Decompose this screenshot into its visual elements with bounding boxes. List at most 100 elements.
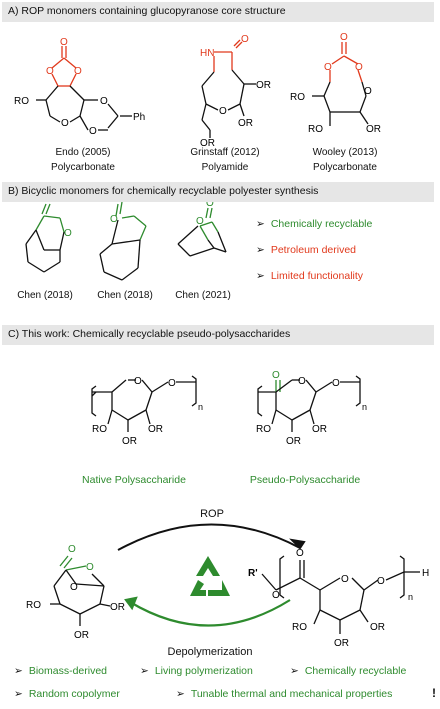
grinstaff-ring-o: O — [219, 106, 227, 117]
polymer-ro: RO — [292, 622, 307, 633]
depolymerization-label: Depolymerization — [167, 646, 253, 658]
chen2018b-structure — [99, 201, 147, 281]
polymer-or-1: OR — [370, 622, 385, 633]
depolymerization-arrow — [124, 596, 291, 627]
section-b-header: B) Bicyclic monomers for chemically recy… — [2, 182, 434, 202]
section-a-header: A) ROP monomers containing glucopyranose… — [2, 2, 434, 22]
polymer-o-carbonyl: O — [296, 548, 304, 559]
monomer-or-2: OR — [74, 630, 89, 641]
wooley-or: OR — [366, 124, 381, 135]
endo-o-right: O — [74, 66, 82, 77]
polymer-o-ester: O — [272, 590, 280, 601]
monomer-o-bridge: O — [86, 562, 94, 573]
bullet-arrow-icon: ➢ — [256, 270, 265, 282]
pseudo-polysaccharide-label: Pseudo-Polysaccharide — [249, 474, 361, 486]
bullet-petroleum-derived: ➢Petroleum derived — [256, 244, 357, 256]
chen2021-o-carbonyl: O — [206, 198, 214, 209]
chen2018a-o-ring: O — [64, 228, 72, 239]
section-a-title: A) ROP monomers containing glucopyranose… — [8, 5, 286, 17]
chen2021-author: Chen (2021) — [175, 290, 231, 301]
wooley-ro-2: RO — [308, 124, 323, 135]
pseudo-o-link: O — [332, 378, 340, 389]
native-polysaccharide-structure — [91, 375, 197, 432]
bullet-chemically-recyclable-2: ➢Chemically recyclable — [290, 665, 407, 677]
bicyclic-monomer-labels: O O O RO OR OR — [26, 544, 125, 641]
endo-ro: RO — [14, 96, 29, 107]
bullet-arrow-icon: ➢ — [14, 665, 23, 677]
grinstaff-type: Polyamide — [201, 162, 249, 173]
monomer-ro: RO — [26, 600, 41, 611]
wooley-monomer-structure — [312, 42, 369, 126]
grinstaff-monomer-labels: HN O O OR OR OR — [200, 34, 271, 149]
endo-ring-o: O — [61, 118, 69, 129]
native-or-2: OR — [122, 436, 137, 447]
wooley-monomer-labels: O O O O RO RO OR — [290, 32, 381, 135]
native-o-link: O — [168, 378, 176, 389]
pseudo-ro: RO — [256, 424, 271, 435]
native-ro: RO — [92, 424, 107, 435]
bullet-tunable-properties: ➢Tunable thermal and mechanical properti… — [176, 688, 393, 700]
endo-o-carbonyl: O — [60, 37, 68, 48]
native-n: n — [198, 402, 203, 412]
wooley-ro-1: RO — [290, 92, 305, 103]
chen2018b-o-ring: O — [110, 214, 118, 225]
endo-monomer-labels: O O O O O O RO Ph — [14, 37, 145, 137]
bullet-arrow-icon: ➢ — [256, 244, 265, 256]
polymer-structure — [261, 555, 420, 634]
pseudo-n: n — [362, 402, 367, 412]
chen2018b-author: Chen (2018) — [97, 290, 153, 301]
endo-o-left: O — [46, 66, 54, 77]
wooley-type: Polycarbonate — [313, 162, 377, 173]
grinstaff-or-2: OR — [238, 118, 253, 129]
monomer-o-carbonyl: O — [68, 544, 76, 555]
section-c-header: C) This work: Chemically recyclable pseu… — [2, 325, 434, 345]
edge-mark: ! — [432, 686, 436, 700]
rop-label: ROP — [200, 508, 224, 520]
monomer-o-ring: O — [70, 582, 78, 593]
section-c-title: C) This work: Chemically recyclable pseu… — [8, 328, 291, 340]
native-or-1: OR — [148, 424, 163, 435]
wooley-o-left: O — [324, 62, 332, 73]
bullet-arrow-icon: ➢ — [140, 665, 149, 677]
endo-acetal-o-top: O — [100, 96, 108, 107]
chen2021-o-ring: O — [196, 216, 204, 227]
polymer-r: R' — [248, 568, 258, 579]
native-polysaccharide-label: Native Polysaccharide — [82, 474, 186, 486]
polymer-n: n — [408, 592, 413, 602]
polymer-o-link: O — [377, 576, 385, 587]
recycle-icon — [190, 556, 230, 596]
native-polysaccharide-labels: O O RO OR OR n — [92, 376, 203, 447]
endo-monomer-structure — [36, 46, 132, 131]
chen2018a-author: Chen (2018) — [17, 290, 73, 301]
grinstaff-monomer-structure — [201, 39, 256, 138]
polymer-labels: R' O O O O RO OR OR H n — [248, 548, 429, 649]
endo-type: Polycarbonate — [51, 162, 115, 173]
bullet-living-polymerization: ➢Living polymerization — [140, 665, 253, 677]
bullet-arrow-icon: ➢ — [176, 688, 185, 700]
bullet-arrow-icon: ➢ — [14, 688, 23, 700]
polymer-h: H — [422, 568, 429, 579]
endo-author: Endo (2005) — [55, 147, 111, 158]
pseudo-polysaccharide-structure — [257, 375, 361, 432]
bullet-chemically-recyclable: ➢Chemically recyclable — [256, 218, 373, 230]
pseudo-o-ring: O — [298, 376, 306, 387]
grinstaff-author: Grinstaff (2012) — [190, 147, 260, 158]
chen2021-labels: O O — [196, 198, 214, 227]
chen2021-structure — [177, 207, 227, 257]
chen2018a-structure — [25, 203, 65, 273]
bullet-arrow-icon: ➢ — [256, 218, 265, 230]
bullet-random-copolymer: ➢Random copolymer — [14, 688, 120, 700]
polymer-or-2: OR — [334, 638, 349, 649]
pseudo-or-1: OR — [312, 424, 327, 435]
grinstaff-o-carbonyl: O — [241, 34, 249, 45]
wooley-ring-o: O — [364, 86, 372, 97]
wooley-o-carbonyl: O — [340, 32, 348, 43]
endo-acetal-o-bottom: O — [89, 126, 97, 137]
bullet-limited-functionality: ➢Limited functionality — [256, 270, 364, 282]
pseudo-or-2: OR — [286, 436, 301, 447]
bullet-arrow-icon: ➢ — [290, 665, 299, 677]
wooley-o-right: O — [355, 62, 363, 73]
bullet-biomass-derived: ➢Biomass-derived — [14, 665, 108, 677]
endo-ph: Ph — [133, 112, 145, 123]
